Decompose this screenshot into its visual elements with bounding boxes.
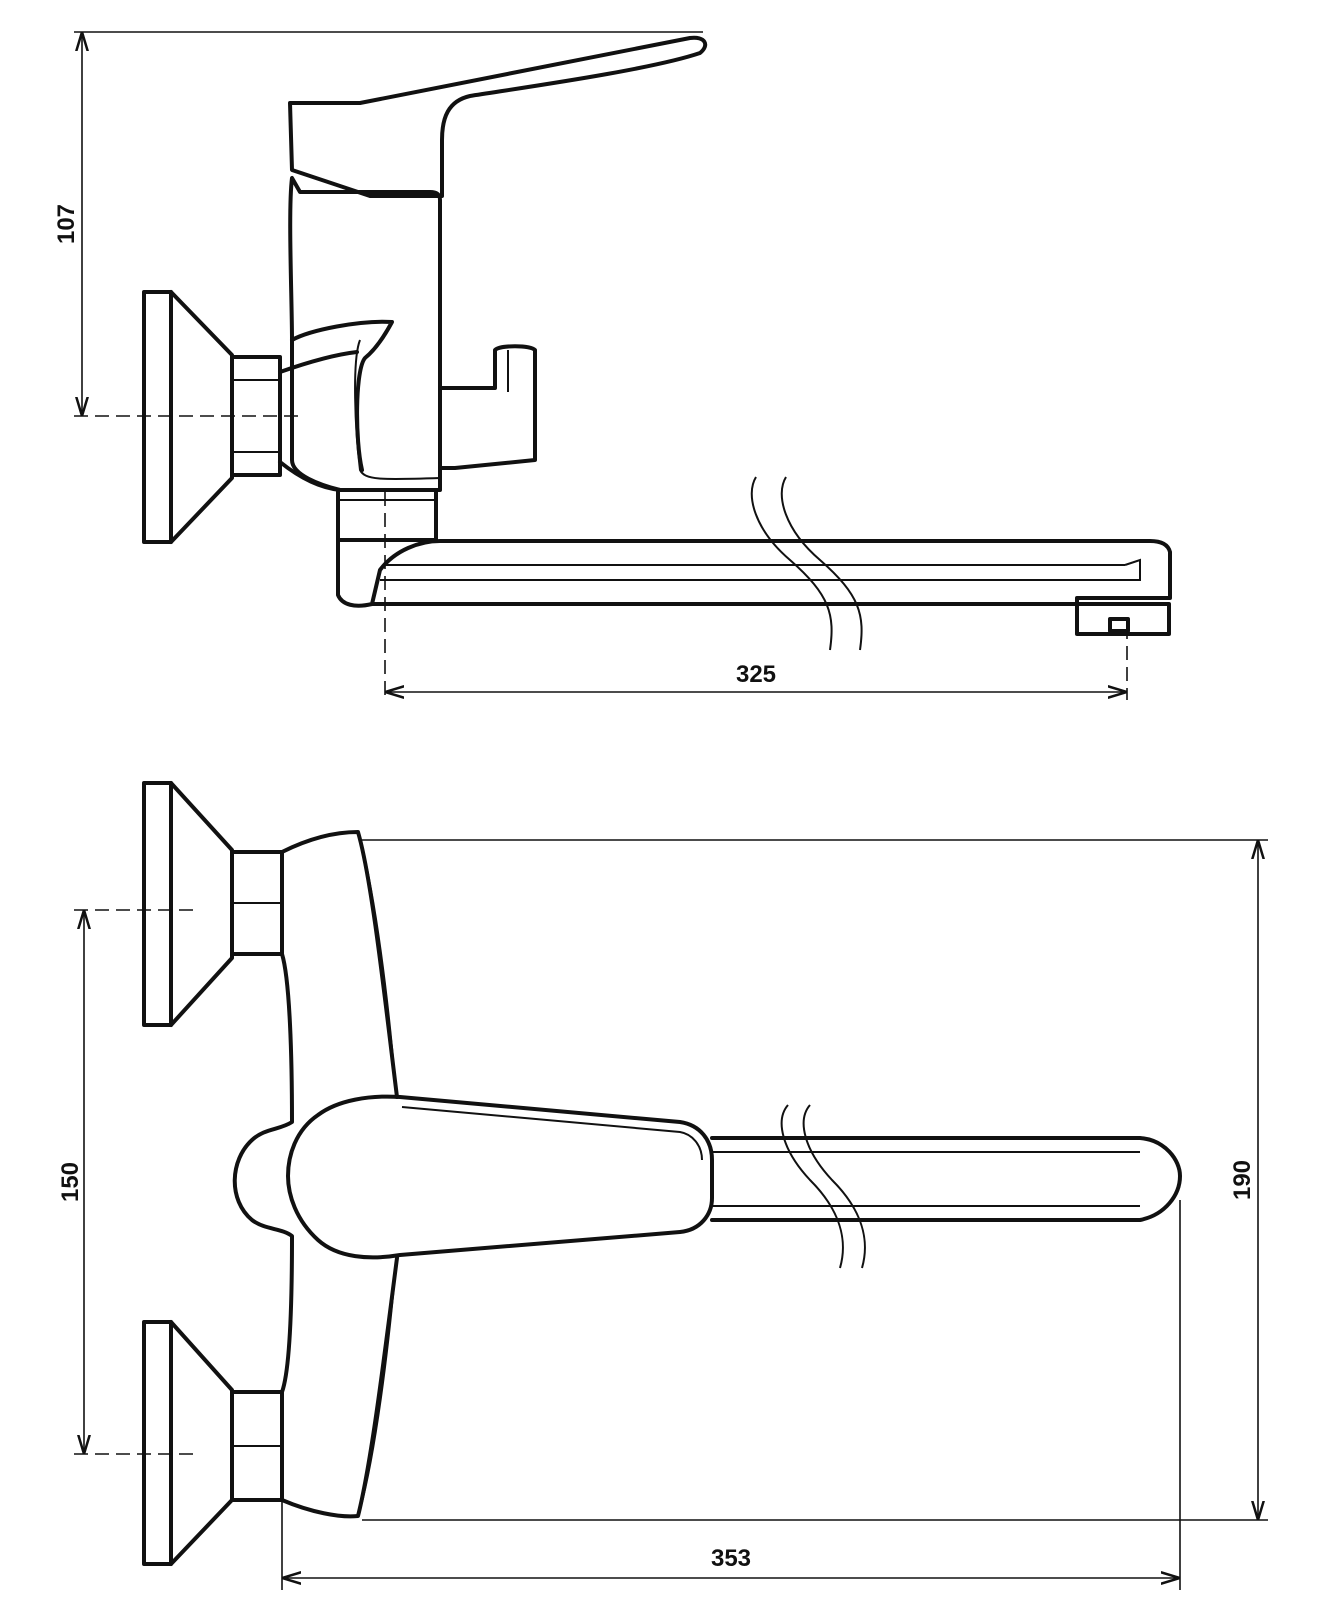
side-view: 107 325: [53, 31, 1172, 700]
dimension-label-150: 150: [57, 1162, 84, 1202]
mixer-body-side: [288, 176, 442, 492]
mixer-body-top: [232, 830, 399, 1519]
spout-side: [336, 476, 1172, 651]
wall-flange-top-upper: [142, 781, 284, 1027]
swivel-ring-side: [336, 488, 438, 542]
diverter-knob-side: [438, 344, 537, 470]
lever-handle-side: [288, 35, 708, 198]
wall-flange-side: [142, 290, 234, 544]
dimension-label-190: 190: [1229, 1160, 1256, 1200]
dimension-length-353: 353: [281, 1200, 1181, 1590]
dimension-spacing-150: 150: [57, 909, 198, 1455]
lever-handle-top: [286, 1094, 714, 1260]
dimension-height-107: 107: [53, 31, 703, 417]
dimension-label-107: 107: [53, 204, 80, 244]
dimension-label-325: 325: [736, 661, 776, 688]
top-view: 150 190 353: [57, 781, 1268, 1590]
dimension-label-353: 353: [711, 1545, 751, 1572]
dimension-depth-190: 190: [360, 839, 1268, 1521]
wall-flange-top-lower: [142, 1320, 284, 1566]
dimension-reach-325: 325: [384, 492, 1128, 700]
spout-top: [710, 1104, 1182, 1269]
